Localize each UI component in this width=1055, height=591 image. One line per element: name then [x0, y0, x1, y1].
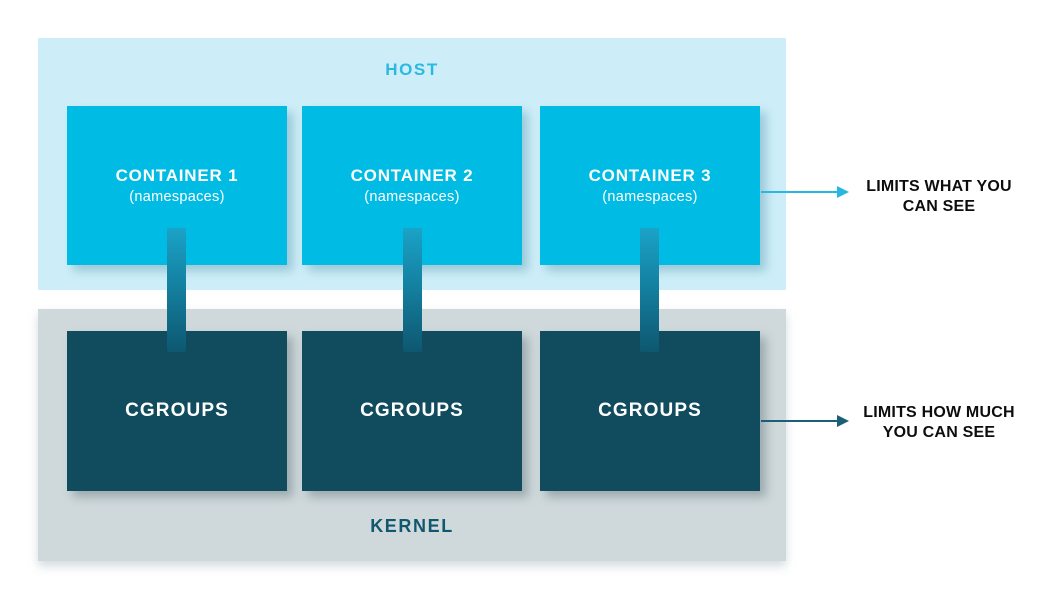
kernel-zone-label: KERNEL — [370, 516, 454, 536]
cgroups-callout-arrowhead-icon — [837, 415, 849, 427]
container-1-subtitle: (namespaces) — [129, 189, 225, 205]
container-3-subtitle: (namespaces) — [602, 189, 698, 205]
namespaces-callout-line2: CAN SEE — [902, 198, 976, 215]
container-3-title: CONTAINER 3 — [588, 166, 712, 185]
cgroups-3-title: CGROUPS — [598, 400, 702, 421]
cgroups-2-box: CGROUPS — [302, 331, 522, 491]
host-zone: HOST CONTAINER 1 (namespaces) CONTAINER … — [38, 38, 786, 290]
container-1-title: CONTAINER 1 — [115, 166, 239, 185]
cgroups-1-title: CGROUPS — [125, 400, 229, 421]
container-2-subtitle: (namespaces) — [364, 189, 460, 205]
namespaces-callout-arrow-line — [761, 191, 839, 193]
container-3-box: CONTAINER 3 (namespaces) — [540, 106, 760, 265]
cgroups-callout-line1: LIMITS HOW MUCH — [863, 404, 1015, 421]
cgroups-2-title: CGROUPS — [360, 400, 464, 421]
cgroups-3-box: CGROUPS — [540, 331, 760, 491]
connector-container-1-to-cgroups-1 — [167, 228, 186, 352]
connector-container-3-to-cgroups-3 — [640, 228, 659, 352]
cgroups-callout-arrow-line — [761, 420, 839, 422]
connector-container-2-to-cgroups-2 — [403, 228, 422, 352]
namespaces-callout-arrowhead-icon — [837, 186, 849, 198]
namespaces-callout-text: LIMITS WHAT YOU CAN SEE — [845, 177, 1033, 217]
namespaces-callout-line1: LIMITS WHAT YOU — [866, 178, 1012, 195]
container-2-title: CONTAINER 2 — [350, 166, 474, 185]
cgroups-callout-text: LIMITS HOW MUCH YOU CAN SEE — [845, 403, 1033, 443]
cgroups-1-box: CGROUPS — [67, 331, 287, 491]
host-zone-label: HOST — [385, 60, 439, 79]
cgroups-callout-line2: YOU CAN SEE — [882, 424, 996, 441]
